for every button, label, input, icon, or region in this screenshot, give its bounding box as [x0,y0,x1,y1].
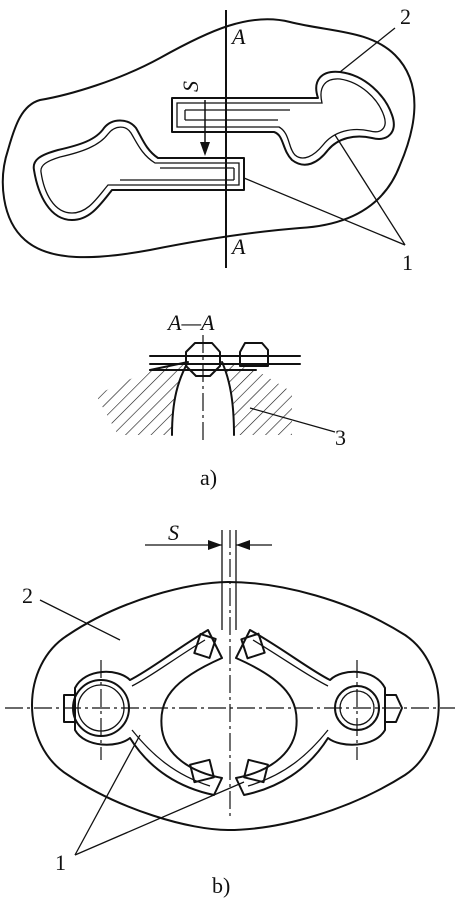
part-right-inner [247,639,329,787]
part-right-tab-top [240,632,266,660]
leader-part-a1 [334,134,406,246]
caption-b: b) [212,873,230,898]
die-outline-a [1,18,416,259]
callout-part-a: 1 [402,250,413,275]
part-right-tab-bottom [243,758,269,784]
leader-die-b [39,599,121,641]
section-label-top: A [230,24,246,49]
gap-arrowhead-a [200,142,210,156]
part-lower-inner [40,126,240,214]
die-outline-b [31,581,440,831]
part-left-lug [63,694,76,723]
leader-part-b1 [74,734,141,856]
callout-die-a: 2 [400,4,411,29]
part-right-b [235,629,386,796]
section-label-bottom: A [230,234,246,259]
part-left-b [74,629,223,796]
die-section-edge-right [221,361,235,436]
part-right-hole [334,685,380,731]
callout-punch: 3 [335,425,346,450]
part-left-hole [72,679,130,737]
callout-part-b: 1 [55,850,66,875]
leader-part-b2 [74,781,245,856]
part-upper-inner [176,78,386,159]
die-section-edge-left [149,361,189,436]
leader-part-a2 [243,177,406,246]
section-view-a: A—A 3 a) [96,310,346,490]
part-upper-slot [184,109,290,121]
gap-dim-arrow-left [208,540,222,550]
figure-b: S 2 1 b) [5,520,455,898]
part-lower-slot [120,167,235,181]
die-section-left [96,362,188,435]
part-upper-outer [171,70,395,166]
caption-a: a) [200,465,217,490]
punch-section [185,342,221,377]
leader-die-a [339,27,396,73]
leader-punch [249,407,336,433]
gap-label-b: S [168,520,179,545]
part-left-inner [131,639,211,787]
part-right-lug [384,694,403,723]
section-title: A—A [166,310,215,335]
part-left-tab-bottom [189,758,215,784]
part-section [239,342,269,367]
callout-die-b: 2 [22,583,33,608]
die-section-right [222,362,292,435]
figure-a: A A S 2 1 [1,4,416,275]
part-left-hole-inner [77,684,125,732]
part-left-tab-top [193,633,217,659]
part-lower-outer [32,119,245,221]
part-right-hole-inner [339,690,375,726]
gap-label-a: S [178,81,203,92]
gap-dim-arrow-right [236,540,250,550]
